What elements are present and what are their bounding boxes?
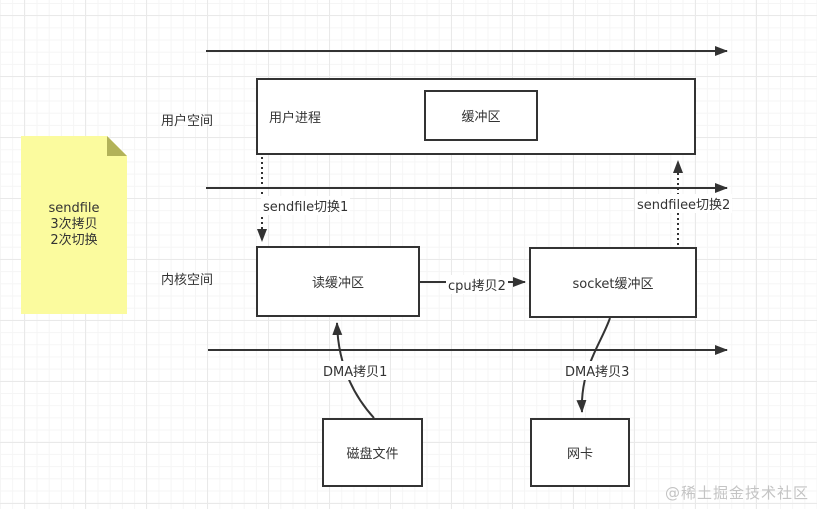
sticky-note-line: 3次拷贝 [50,217,98,232]
juejin-watermark: @稀土掘金技术社区 [664,484,809,502]
nic-label: 网卡 [566,447,593,462]
sendfile-switch-2-label: sendfilee切换2 [635,194,733,213]
sticky-note-line: sendfile [48,201,100,216]
sendfile-switch-1-label: sendfile切换1 [261,196,351,215]
dma-copy-3-label: DMA拷贝3 [563,361,632,380]
cpu-copy-2-label: cpu拷贝2 [446,275,508,294]
disk-file-label: 磁盘文件 [346,447,399,462]
kernel-space-label: 内核空间 [160,273,213,288]
nic-box: 网卡 [530,418,630,487]
dma-copy-3-arrow [576,317,611,413]
sticky-note-line: 2次切换 [50,233,98,248]
sticky-note: sendfile 3次拷贝 2次切换 [21,136,127,314]
socket-buffer-label: socket缓冲区 [572,277,654,292]
disk-file-box: 磁盘文件 [322,418,423,487]
user-process-label: 用户进程 [269,111,322,126]
dma-copy-1-label: DMA拷贝1 [321,361,390,380]
buffer-box: 缓冲区 [424,90,538,141]
read-buffer-label: 读缓冲区 [311,276,364,291]
socket-buffer-box: socket缓冲区 [529,247,697,318]
user-space-label: 用户空间 [160,114,213,129]
read-buffer-box: 读缓冲区 [256,246,420,317]
buffer-label: 缓冲区 [461,110,501,125]
